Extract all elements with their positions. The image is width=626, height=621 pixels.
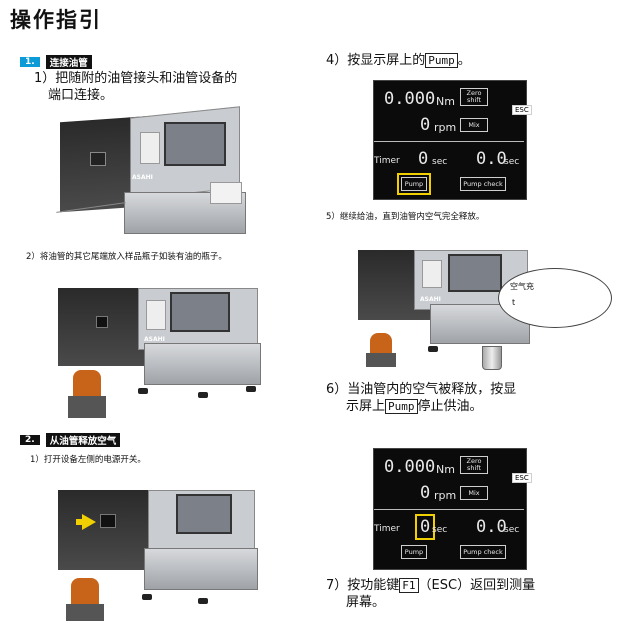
section-1-number: 1. bbox=[20, 57, 40, 67]
esc-label-2: ESC bbox=[512, 473, 532, 483]
pump-check-button-2[interactable]: Pump check bbox=[460, 545, 506, 559]
machine-illustration-2: ASAHI bbox=[58, 288, 263, 410]
esc-label: ESC bbox=[512, 105, 532, 115]
section-1-heading: 1. 连接油管 bbox=[20, 55, 92, 69]
speed-value: 0 bbox=[420, 115, 431, 135]
screen-panel-1: 0.000 Nm Zero shift ESC 0 rpm Mix Timer … bbox=[373, 80, 532, 200]
callout-bubble bbox=[498, 268, 612, 328]
speed-unit-2: rpm bbox=[434, 489, 457, 502]
power-switch-arrow-icon bbox=[82, 514, 96, 530]
torque-unit: Nm bbox=[436, 95, 455, 108]
step-6-key: Pump bbox=[385, 399, 418, 414]
step-6-line-1: 6）当油管内的空气被释放，按显 bbox=[326, 382, 517, 397]
speed-unit: rpm bbox=[434, 121, 457, 134]
timer2-value-2: 0.0 bbox=[476, 517, 507, 537]
speed-value-2: 0 bbox=[420, 483, 431, 503]
page-title: 操作指引 bbox=[10, 8, 102, 32]
step-7-prefix: 7）按功能键 bbox=[326, 578, 400, 593]
torque-value: 0.000 bbox=[384, 89, 436, 109]
machine-brand-2: ASAHI bbox=[144, 336, 165, 343]
oil-bottle-3 bbox=[66, 578, 104, 621]
screen-panel-2: 0.000 Nm Zero shift ESC 0 rpm Mix Timer … bbox=[373, 448, 532, 570]
section-2-heading: 2. 从油管释放空气 bbox=[20, 433, 121, 447]
pump-check-button[interactable]: Pump check bbox=[460, 177, 506, 191]
step-6-line-2-prefix: 示屏上 bbox=[346, 399, 386, 414]
timer2-unit-2: sec bbox=[504, 525, 520, 535]
oil-bottle-4 bbox=[366, 333, 396, 367]
power-switch-arrow-tail bbox=[76, 519, 84, 525]
callout-text-1: 空气充 bbox=[510, 282, 534, 291]
timer-value: 0 bbox=[418, 149, 429, 169]
mix-button-2[interactable]: Mix bbox=[460, 486, 488, 500]
mix-button[interactable]: Mix bbox=[460, 118, 488, 132]
step-7-line-2: 屏幕。 bbox=[346, 595, 386, 610]
machine-brand-4: ASAHI bbox=[420, 296, 441, 303]
torque-value-2: 0.000 bbox=[384, 457, 436, 477]
step-6-line-2-suffix: 停止供油。 bbox=[417, 399, 483, 414]
oil-bottle-1 bbox=[68, 370, 106, 420]
pump-button-2[interactable]: Pump bbox=[401, 545, 427, 559]
step-4-suffix: 。 bbox=[457, 53, 471, 68]
step-5-text: 5）继续给油，直到油管内空气完全释放。 bbox=[326, 212, 485, 222]
section-1-label: 连接油管 bbox=[45, 55, 92, 69]
zero-shift-button[interactable]: Zero shift bbox=[460, 88, 488, 106]
machine-brand-1: ASAHI bbox=[132, 174, 153, 181]
timer2-value: 0.0 bbox=[476, 149, 507, 169]
torque-unit-2: Nm bbox=[436, 463, 455, 476]
timer-label: Timer bbox=[374, 156, 400, 166]
step-4-key: Pump bbox=[425, 53, 458, 68]
step-7-key: F1 bbox=[399, 578, 419, 593]
timer-value-2: 0 bbox=[414, 514, 436, 540]
step-7-middle: （ESC）返回到测量 bbox=[418, 578, 536, 593]
step-1-line-1: 1）把随附的油管接头和油管设备的 bbox=[34, 71, 238, 86]
step-3-text: 1）打开设备左侧的电源开关。 bbox=[30, 455, 146, 465]
timer-unit-2: sec bbox=[432, 525, 448, 535]
timer2-unit: sec bbox=[504, 157, 520, 167]
section-2-number: 2. bbox=[20, 435, 40, 445]
section-2-label: 从油管释放空气 bbox=[45, 433, 121, 447]
step-1-line-2: 端口连接。 bbox=[48, 88, 114, 103]
callout-text-2: t bbox=[512, 298, 516, 307]
step-1-text: 1）把随附的油管接头和油管设备的 端口连接。 bbox=[34, 70, 237, 104]
timer-unit: sec bbox=[432, 157, 448, 167]
zero-shift-button-2[interactable]: Zero shift bbox=[460, 456, 488, 474]
machine-illustration-1: ASAHI bbox=[56, 106, 250, 237]
step-4-prefix: 4）按显示屏上的 bbox=[326, 53, 426, 68]
step-2-text: 2）将油管的其它尾端放入样品瓶子如装有油的瓶子。 bbox=[26, 252, 227, 262]
beaker bbox=[482, 346, 502, 370]
pump-button[interactable]: Pump bbox=[397, 173, 431, 195]
timer-label-2: Timer bbox=[374, 524, 400, 534]
machine-illustration-3 bbox=[58, 490, 258, 608]
